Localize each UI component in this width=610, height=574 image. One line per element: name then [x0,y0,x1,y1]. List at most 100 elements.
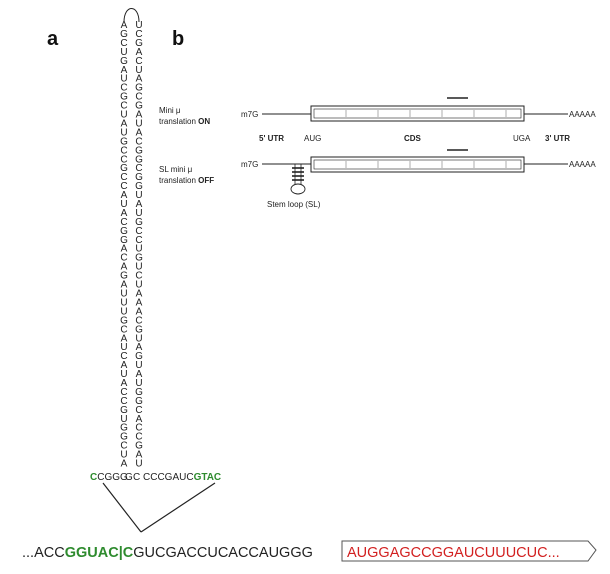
foot-left-segment: CGGG [97,472,128,483]
hairpin-right-strand: UCGACUAGCGAUACGGCGGUAUGCCUGUCUAAACGUAGUA… [135,20,143,470]
construct-top-state: ON [198,117,210,126]
hairpin-right-nucleotide: A [136,127,143,138]
hairpin-left-nucleotide: A [121,190,128,201]
hairpin-right-nucleotide: G [135,83,143,94]
construct-bottom-cds-inner [313,159,522,170]
hairpin-right-nucleotide: C [135,235,142,246]
hairpin-left-nucleotide: A [121,208,128,219]
hairpin-right-nucleotide: U [135,20,142,31]
hairpin-left-nucleotide: G [120,423,128,434]
label-3-utr: 3' UTR [545,134,570,143]
hairpin-right-nucleotide: U [135,280,142,291]
hairpin-left-nucleotide: G [120,315,128,326]
hairpin-right-nucleotide: C [135,432,142,443]
hairpin-right-nucleotide: G [135,101,143,112]
construct-bottom-label-prefix: translation [159,176,198,185]
hairpin-left-nucleotide: A [121,65,128,76]
construct-top-cds-box [310,105,525,122]
hairpin-right-nucleotide: G [135,324,143,335]
hairpin-right-nucleotide: G [135,396,143,407]
hairpin-right-nucleotide: C [135,136,142,147]
hairpin-right-nucleotide: U [135,262,142,273]
hairpin-right-nucleotide: U [135,333,142,344]
hairpin-right-nucleotide: A [136,342,143,353]
construct-top-label-line1: Mini μ [159,106,181,115]
hairpin-right-nucleotide: C [135,315,142,326]
stem-loop-icon [290,164,306,195]
hairpin-left-nucleotide: C [120,396,127,407]
hairpin-left-nucleotide: C [120,38,127,49]
hairpin-left-nucleotide: U [120,74,127,85]
cds-start-box [341,540,597,562]
hairpin-left-nucleotide: G [120,92,128,103]
hairpin-left-nucleotide: G [120,136,128,147]
foot-left-segment: C [90,472,97,483]
sequence-segment: | [119,545,123,561]
hairpin-left-nucleotide: G [120,432,128,443]
hairpin-left-nucleotide: C [120,172,127,183]
hairpin-left-nucleotide: U [120,289,127,300]
hairpin-left-nucleotide: A [121,333,128,344]
construct-bottom-polya: AAAAA [569,160,596,169]
hairpin-left-nucleotide: U [120,342,127,353]
hairpin-right-nucleotide: A [136,110,143,121]
hairpin-left-nucleotide: C [120,441,127,452]
hairpin-right-nucleotide: C [135,29,142,40]
hairpin-left-nucleotide: A [121,459,128,470]
panel-label-a: a [47,28,59,50]
hairpin-foot-right: C CCCGAUCGTAC [133,472,221,483]
sequence-segment: GUCGACCUCACCAUGGG [133,545,313,561]
hairpin-left-nucleotide: U [120,414,127,425]
construct-bottom-cap: m7G [241,160,258,169]
hairpin-left-nucleotide: C [120,181,127,192]
construct-bottom-label-line2: translation OFF [159,176,214,185]
construct-top-ticks [345,110,507,117]
construct-top-cap: m7G [241,110,258,119]
hairpin-right-nucleotide: A [136,74,143,85]
hairpin-right-nucleotide: C [135,92,142,103]
mrna-sequence: ...ACCGGUAC|CGUCGACCUCACCAUGGG [22,545,313,561]
hairpin-right-nucleotide: A [136,450,143,461]
foot-right-segment: C CCCGAUC [133,472,194,483]
hairpin-left-nucleotide: U [120,47,127,58]
hairpin-right-nucleotide: U [135,244,142,255]
hairpin-left-nucleotide: G [120,271,128,282]
label-start-codon: AUG [304,134,321,143]
hairpin-left-nucleotide: G [120,405,128,416]
hairpin-right-nucleotide: G [135,387,143,398]
hairpin-left-nucleotide: C [120,253,127,264]
construct-top-label-line2: translation ON [159,117,210,126]
hairpin-left-nucleotide: U [120,297,127,308]
hairpin-left-strand: AGCUGAUCGCUAUGCCGCCAUACGGACAGAUUUGCAUCAU… [120,20,128,470]
panel-label-b: b [172,28,184,50]
hairpin-right-nucleotide: A [136,369,143,380]
hairpin-left-nucleotide: A [121,378,128,389]
hairpin-left-nucleotide: G [120,163,128,174]
hairpin-right-nucleotide: C [135,56,142,67]
hairpin-left-nucleotide: U [120,110,127,121]
hairpin-right-nucleotide: G [135,38,143,49]
insertion-line-right [140,482,216,533]
hairpin-left-nucleotide: C [120,83,127,94]
hairpin-left-nucleotide: A [121,20,128,31]
hairpin-right-nucleotide: U [135,459,142,470]
hairpin-right-nucleotide: U [135,190,142,201]
cds-start-sequence: AUGGAGCCGGAUCUUUCUC... [347,545,560,561]
stem-loop-label: Stem loop (SL) [267,200,321,209]
hairpin-right-nucleotide: U [135,208,142,219]
hairpin-left-nucleotide: G [120,235,128,246]
hairpin-base-left: G [125,472,133,483]
hairpin-right-nucleotide: U [135,360,142,371]
hairpin-left-nucleotide: U [120,450,127,461]
construct-bottom-ticks [345,161,507,168]
hairpin-left-nucleotide: C [120,145,127,156]
hairpin-right-nucleotide: C [135,405,142,416]
hairpin-right-nucleotide: C [135,271,142,282]
sequence-segment: C [123,545,134,561]
hairpin-right-nucleotide: U [135,65,142,76]
hairpin-left-nucleotide: C [120,387,127,398]
hairpin-left-nucleotide: G [120,226,128,237]
hairpin-foot-left: CCGGG [90,472,128,483]
construct-top-label-prefix: translation [159,117,198,126]
hairpin-left-nucleotide: A [121,118,128,129]
